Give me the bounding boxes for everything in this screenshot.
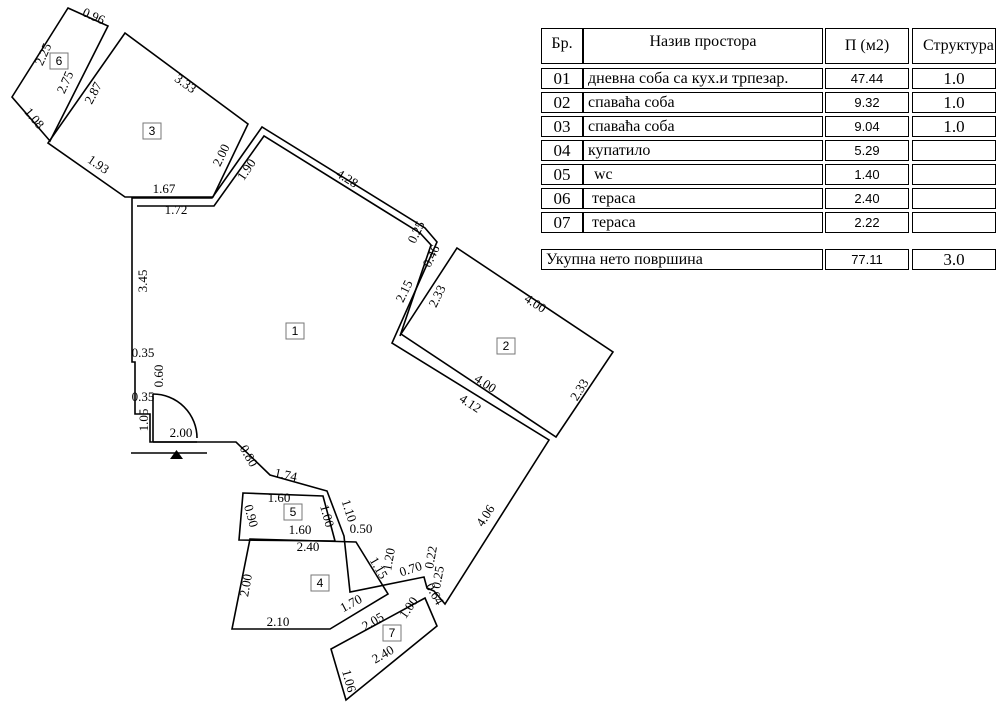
total-label: Укупна нето површина	[541, 249, 823, 270]
dimension-label: 3.45	[135, 270, 150, 293]
dimension-label: 0.25	[428, 565, 447, 590]
row-04-number: 04	[541, 140, 583, 161]
room-tag-box-5	[283, 503, 303, 521]
entrance-marker	[170, 450, 183, 459]
room-label-1: 1	[292, 324, 299, 338]
row-07-number: 07	[541, 212, 583, 233]
dimension-label: 1.05	[136, 409, 151, 432]
row-04-area: 5.29	[825, 140, 909, 161]
dimension-label: 0.70	[397, 558, 423, 579]
dimension-label: 2.87	[81, 79, 105, 107]
room-label-3: 3	[149, 124, 156, 138]
header-structure: Структура	[912, 28, 996, 64]
dimension-label: 2.00	[236, 573, 255, 598]
room-7-outline	[330, 596, 438, 702]
dimension-label: 0.46	[419, 242, 443, 269]
dimension-label: 0.50	[350, 521, 373, 536]
header-number: Бр.	[541, 28, 583, 64]
row-03-area: 9.04	[825, 116, 909, 137]
header-area: П (м2)	[825, 28, 909, 64]
row-03-number: 03	[541, 116, 583, 137]
total-structure: 3.0	[912, 249, 996, 270]
row-02-number: 02	[541, 92, 583, 113]
total-area: 77.11	[825, 249, 909, 270]
dimension-label: 4.00	[472, 371, 499, 396]
row-02-area: 9.32	[825, 92, 909, 113]
dimension-label: 0.25	[404, 219, 427, 246]
row-03-name: спаваћа соба	[583, 116, 823, 137]
room-label-4: 4	[317, 576, 324, 590]
row-01-structure: 1.0	[912, 68, 996, 89]
dimension-label: 1.72	[165, 202, 188, 217]
room-tag-box-7	[382, 624, 402, 642]
row-01-name: дневна соба са кух.и трпезар.	[583, 68, 823, 89]
dimension-label: 2.40	[297, 539, 320, 554]
dimension-label: 1.74	[273, 465, 299, 485]
dimension-label: 1.90	[234, 156, 259, 183]
row-02-structure: 1.0	[912, 92, 996, 113]
dimension-label: 4.12	[457, 391, 484, 416]
room-1-outline	[131, 125, 551, 606]
row-04-name: купатило	[583, 140, 823, 161]
dimension-label: 1.93	[85, 152, 112, 177]
room-tag-box-3	[142, 122, 162, 140]
room-tag-box-2	[496, 337, 516, 355]
dimension-label: 2.00	[170, 425, 193, 440]
dimension-label: 2.05	[359, 609, 386, 633]
row-07-structure	[912, 212, 996, 233]
dimension-label: 2.33	[567, 376, 592, 403]
dimension-label: 0.60	[151, 365, 166, 388]
row-01-area: 47.44	[825, 68, 909, 89]
dimension-label: 1.60	[289, 522, 312, 537]
dimension-label: 0.90	[241, 503, 261, 529]
dimension-label: 3.33	[172, 71, 199, 97]
dimension-label: 0.35	[132, 345, 155, 360]
dimension-label: 1.20	[379, 547, 398, 572]
row-06-area: 2.40	[825, 188, 909, 209]
room-4-outline	[231, 538, 390, 630]
dimension-label: 2.75	[53, 69, 76, 96]
dimension-label: 1.10	[339, 497, 360, 523]
dimension-label: 1.08	[21, 105, 47, 132]
room-label-2: 2	[503, 339, 510, 353]
dimension-label: 1.60	[268, 490, 291, 505]
dimension-label: 0.35	[132, 389, 155, 404]
room-tag-box-6	[49, 52, 69, 70]
dimension-label: 0.22	[421, 545, 440, 570]
row-01-number: 01	[541, 68, 583, 89]
room-label-7: 7	[389, 626, 396, 640]
room-tag-box-4	[310, 574, 330, 592]
dimension-label: 1.00	[317, 503, 337, 529]
room-label-5: 5	[290, 505, 297, 519]
row-05-structure	[912, 164, 996, 185]
row-03-structure: 1.0	[912, 116, 996, 137]
dimension-label: 4.28	[334, 166, 361, 191]
room-label-6: 6	[56, 54, 63, 68]
row-07-area: 2.22	[825, 212, 909, 233]
row-06-structure	[912, 188, 996, 209]
header-room-name: Назив простора	[583, 28, 823, 64]
dimension-label: 1.06	[339, 668, 360, 694]
row-04-structure	[912, 140, 996, 161]
room-2-outline	[399, 246, 615, 439]
row-06-number: 06	[541, 188, 583, 209]
row-05-number: 05	[541, 164, 583, 185]
row-07-name: тераса	[583, 212, 823, 233]
dimension-label: 1.00	[396, 594, 421, 621]
row-05-area: 1.40	[825, 164, 909, 185]
dimension-label: 2.10	[267, 614, 290, 629]
room-1-inner-wall	[137, 134, 432, 337]
dimension-label: 1.67	[153, 181, 176, 196]
row-06-name: тераса	[583, 188, 823, 209]
door-swing-arc	[152, 393, 198, 439]
dimension-label: 2.33	[425, 283, 448, 310]
room-3-outline	[46, 31, 250, 198]
row-02-name: спаваћа соба	[583, 92, 823, 113]
room-tag-box-1	[285, 322, 305, 340]
row-05-name: wc	[583, 164, 823, 185]
